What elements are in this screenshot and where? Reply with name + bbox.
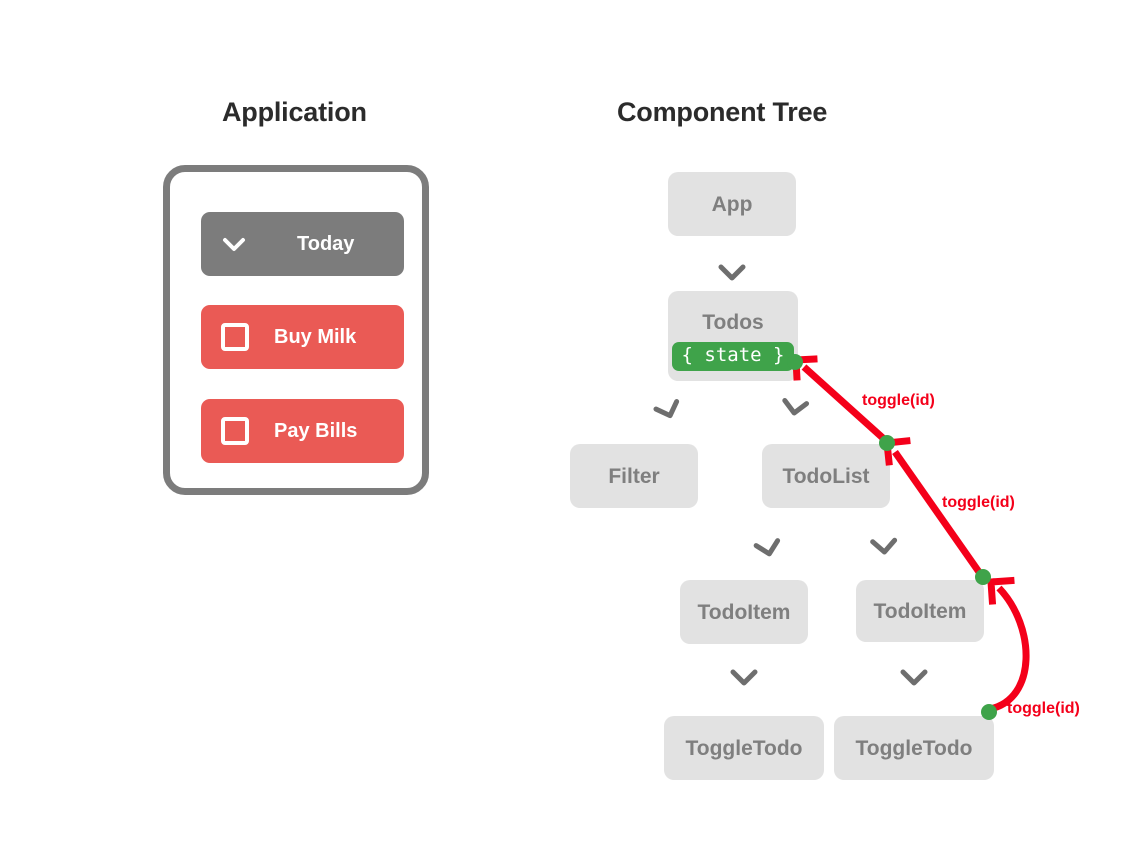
tree-node-toggletodo-2[interactable]: ToggleTodo bbox=[834, 716, 994, 780]
chevron-down-icon bbox=[900, 669, 928, 686]
tree-node-todos[interactable]: Todos { state } bbox=[668, 291, 798, 381]
panel-title-application: Application bbox=[222, 97, 367, 127]
callback-arrow-cb3 bbox=[987, 576, 1030, 713]
tree-node-label: TodoItem bbox=[873, 599, 967, 623]
chevron-down-icon bbox=[730, 669, 758, 686]
tree-node-app[interactable]: App bbox=[668, 172, 796, 236]
application-card: Today Buy Milk Pay Bills bbox=[163, 165, 429, 495]
tree-node-label: TodoList bbox=[782, 464, 870, 488]
state-badge: { state } bbox=[671, 342, 795, 371]
tree-node-label: ToggleTodo bbox=[855, 736, 973, 760]
tree-node-todoitem-1[interactable]: TodoItem bbox=[680, 580, 808, 644]
checkbox-unchecked-icon[interactable] bbox=[221, 417, 249, 445]
todo-item-pay-bills[interactable]: Pay Bills bbox=[201, 399, 404, 463]
tree-node-filter[interactable]: Filter bbox=[570, 444, 698, 508]
tree-node-label: App bbox=[711, 192, 753, 216]
tree-node-todolist[interactable]: TodoList bbox=[762, 444, 890, 508]
chevron-down-icon bbox=[870, 537, 898, 555]
tree-node-label: Todos bbox=[702, 311, 764, 334]
list-header-today[interactable]: Today bbox=[201, 212, 404, 276]
todo-item-label: Pay Bills bbox=[274, 419, 358, 442]
callback-label-cb3: toggle(id) bbox=[1007, 700, 1080, 717]
chevron-down-icon bbox=[782, 398, 810, 416]
checkbox-unchecked-icon[interactable] bbox=[221, 323, 249, 351]
chevron-down-icon bbox=[718, 264, 746, 281]
chevron-down-icon bbox=[223, 238, 245, 251]
tree-node-toggletodo-1[interactable]: ToggleTodo bbox=[664, 716, 824, 780]
todo-item-buy-milk[interactable]: Buy Milk bbox=[201, 305, 404, 369]
panel-title-component-tree: Component Tree bbox=[617, 97, 828, 127]
callback-label-cb2: toggle(id) bbox=[942, 494, 1015, 511]
todo-item-label: Buy Milk bbox=[274, 325, 357, 348]
tree-node-label: Filter bbox=[608, 464, 660, 488]
tree-node-label: TodoItem bbox=[697, 600, 791, 624]
list-header-label: Today bbox=[297, 232, 355, 255]
callback-label-cb1: toggle(id) bbox=[862, 392, 935, 409]
chevron-down-icon bbox=[753, 538, 781, 557]
tree-node-todoitem-2[interactable]: TodoItem bbox=[856, 580, 984, 642]
tree-node-label: ToggleTodo bbox=[685, 736, 803, 760]
chevron-down-icon bbox=[653, 399, 680, 419]
